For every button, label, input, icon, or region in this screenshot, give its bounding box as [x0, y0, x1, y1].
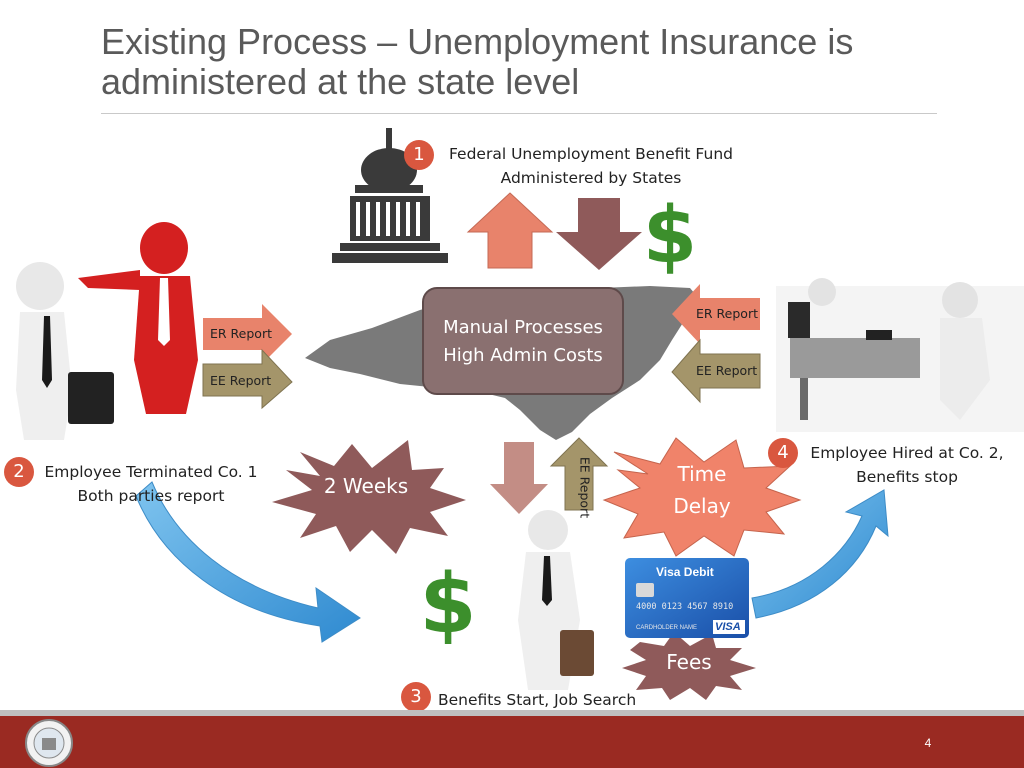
step-3-label: Benefits Start, Job Search — [438, 691, 637, 709]
time-delay-line1: Time — [677, 462, 727, 486]
blue-curve-arrow-right — [751, 489, 889, 619]
center-box-line2: High Admin Costs — [443, 345, 603, 366]
employer-figure-red — [78, 222, 198, 414]
blue-curve-arrow-left — [135, 481, 361, 643]
time-delay-text: Time Delay — [652, 458, 752, 522]
title-divider — [101, 113, 937, 114]
step-4-badge: 4 — [768, 438, 798, 468]
up-arrow-to-federal — [466, 192, 554, 269]
right-ee-report-label: EE Report — [696, 363, 758, 378]
hiring-scene-figure — [776, 278, 1024, 432]
seal-icon — [25, 719, 73, 767]
visa-card-icon — [625, 558, 749, 638]
card-holder: CARDHOLDER NAME — [636, 625, 698, 631]
step-4-line2: Benefits stop — [856, 468, 958, 486]
left-er-arrow — [203, 304, 292, 364]
capitol-icon — [332, 128, 448, 263]
right-er-report-label: ER Report — [696, 306, 758, 321]
step-4-line1: Employee Hired at Co. 2, — [810, 444, 1004, 462]
dollar-icon-bottom: $ — [419, 557, 476, 652]
down-arrow-to-benefits — [490, 442, 548, 514]
step-2-line1: Employee Terminated Co. 1 — [44, 463, 258, 481]
center-box-line1: Manual Processes — [443, 317, 603, 338]
left-ee-report-label: EE Report — [210, 373, 272, 388]
footer-bar — [0, 716, 1024, 768]
step-1-line2: Administered by States — [500, 169, 682, 187]
page-number: 4 — [924, 736, 932, 750]
step-2-line2: Both parties report — [77, 487, 225, 505]
vertical-ee-report-label: EE Report — [577, 456, 593, 519]
process-diagram: $ $ — [16, 128, 1024, 700]
up-arrow-ee-report — [549, 437, 609, 511]
center-box-text: Manual Processes High Admin Costs — [423, 314, 623, 370]
step-3-badge: 3 — [401, 682, 431, 712]
two-weeks-text: 2 Weeks — [323, 474, 409, 498]
fees-burst — [622, 632, 756, 700]
footer-divider — [0, 710, 1024, 716]
page-title: Existing Process – Unemployment Insuranc… — [101, 21, 854, 102]
card-visa-logo: VISA — [715, 621, 741, 633]
step-2-label: Employee Terminated Co. 1 Both parties r… — [36, 460, 266, 508]
step-1-label: Federal Unemployment Benefit Fund Admini… — [436, 142, 746, 190]
left-ee-arrow — [202, 348, 293, 410]
fees-text: Fees — [666, 650, 712, 674]
step-1-line1: Federal Unemployment Benefit Fund — [448, 145, 733, 163]
center-process-box — [422, 287, 624, 395]
time-delay-burst — [602, 437, 802, 557]
job-seeker-figure — [518, 510, 594, 690]
right-er-arrow — [672, 284, 760, 344]
right-ee-arrow — [671, 338, 761, 404]
step-4-label: Employee Hired at Co. 2, Benefits stop — [804, 441, 1010, 489]
terminated-employee-figure — [16, 262, 114, 440]
card-brand: Visa Debit — [656, 565, 714, 579]
down-arrow-from-federal — [556, 198, 642, 270]
step-2-badge: 2 — [4, 457, 34, 487]
two-weeks-burst — [272, 440, 466, 554]
dollar-icon: $ — [643, 191, 697, 281]
left-er-report-label: ER Report — [210, 326, 272, 341]
step-1-badge: 1 — [404, 140, 434, 170]
time-delay-line2: Delay — [673, 494, 731, 518]
card-number: 4000 0123 4567 8910 — [636, 602, 734, 612]
